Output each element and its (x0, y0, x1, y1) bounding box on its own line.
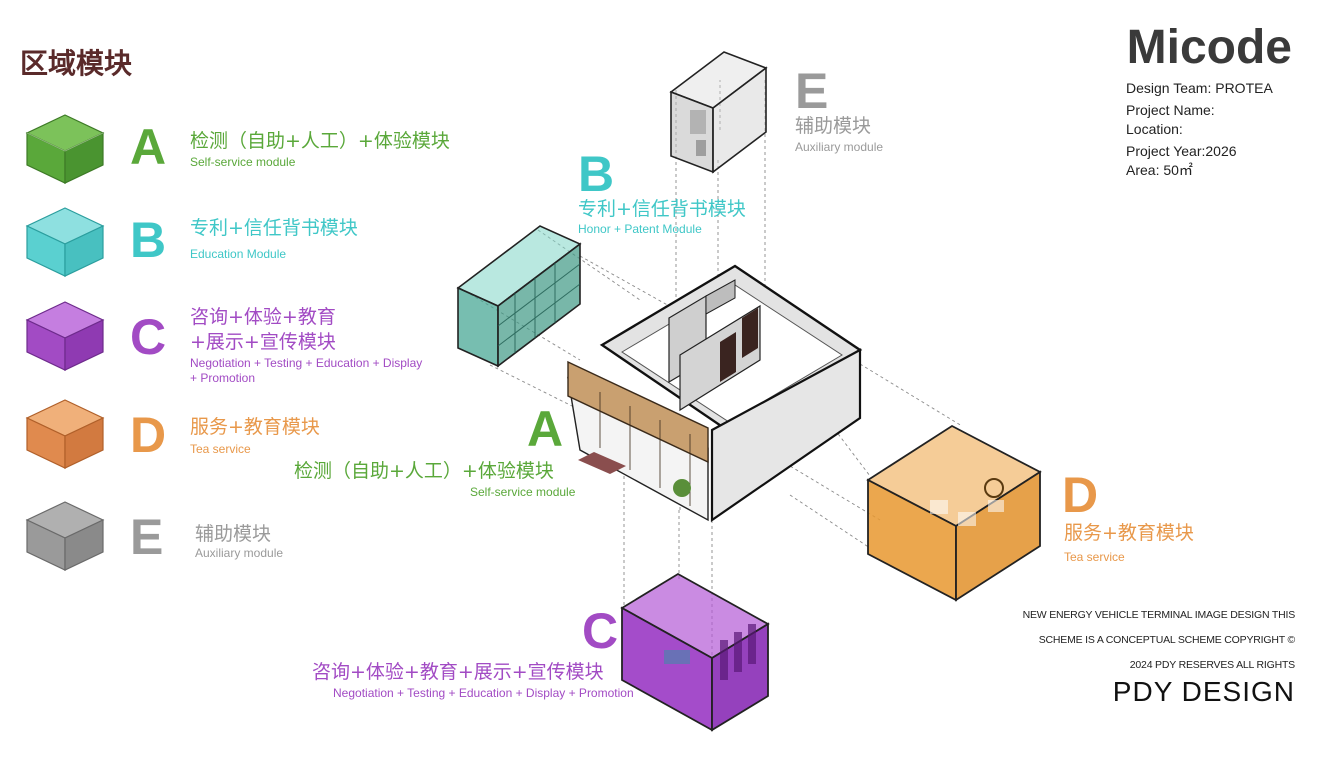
design-team: Design Team: PROTEA (1126, 80, 1273, 96)
legend-subtitle-e: Auxiliary module (195, 546, 284, 560)
legend-subtitle-d: Tea service (190, 442, 251, 456)
legend-title-e: 辅助模块 (195, 523, 272, 545)
legend-cube-d (25, 399, 105, 469)
module-c-box (620, 572, 770, 732)
brand-name: Micode (1126, 21, 1292, 74)
diagram-letter-b: B (578, 146, 615, 202)
section-title: 区域模块 (20, 47, 133, 80)
diagram-title-a: 检测（自助+人工）+体验模块 (294, 460, 554, 482)
diagram-subtitle-e: Auxiliary module (795, 140, 884, 154)
legend-title-a: 检测（自助+人工）+体验模块 (190, 130, 450, 152)
diagram-title-b: 专利+信任背书模块 (578, 198, 746, 220)
legend-title-c-line2: +展示+宣传模块 (190, 331, 336, 353)
location: Location: (1126, 121, 1183, 137)
diagram-subtitle-d: Tea service (1064, 550, 1125, 564)
legend-letter-a: A (130, 119, 167, 175)
legend-subtitle-b: Education Module (190, 247, 287, 261)
diagram-subtitle-a: Self-service module (470, 485, 576, 499)
legend-title-b: 专利+信任背书模块 (190, 217, 358, 239)
module-d-box (866, 424, 1042, 602)
legend-letter-e: E (130, 509, 164, 565)
legend-letter-c: C (130, 309, 167, 365)
diagram-title-d: 服务+教育模块 (1064, 522, 1194, 544)
legend-letter-d: D (130, 407, 167, 463)
diagram-letter-c: C (582, 603, 619, 659)
module-b-box (456, 225, 582, 368)
project-year: Project Year:2026 (1126, 143, 1237, 159)
footer-line-1: NEW ENERGY VEHICLE TERMINAL IMAGE DESIGN… (1022, 609, 1296, 621)
diagram-subtitle-c: Negotiation + Testing + Education + Disp… (333, 686, 634, 700)
legend-cube-b (25, 207, 105, 277)
legend-title-c-line1: 咨询+体验+教育 (190, 306, 336, 328)
pdy-design-logo: PDY DESIGN (1112, 676, 1295, 707)
legend-title-d: 服务+教育模块 (190, 416, 320, 438)
legend-subtitle-a: Self-service module (190, 155, 296, 169)
diagram-letter-d: D (1062, 467, 1099, 523)
legend-subtitle-c-line1: Negotiation + Testing + Education + Disp… (190, 356, 423, 370)
footer-line-3: 2024 PDY RESERVES ALL RIGHTS (1129, 659, 1295, 671)
diagram-letter-e: E (795, 63, 829, 119)
legend-cube-c (25, 301, 105, 371)
module-e-box (669, 51, 768, 174)
legend-letter-b: B (130, 212, 167, 268)
project-name: Project Name: (1126, 102, 1215, 118)
legend-cube-e (25, 501, 105, 571)
diagram-title-e: 辅助模块 (795, 115, 872, 137)
diagram-letter-a: A (527, 401, 564, 457)
footer-line-2: SCHEME IS A CONCEPTUAL SCHEME COPYRIGHT … (1038, 634, 1295, 646)
legend-subtitle-c-line2: + Promotion (190, 371, 256, 385)
diagram-title-c: 咨询+体验+教育+展示+宣传模块 (312, 661, 604, 683)
legend-cube-a (25, 114, 105, 184)
area: Area: 50㎡ (1126, 162, 1193, 178)
diagram-subtitle-b: Honor + Patent Module (578, 222, 702, 236)
main-floorplan (567, 264, 863, 523)
